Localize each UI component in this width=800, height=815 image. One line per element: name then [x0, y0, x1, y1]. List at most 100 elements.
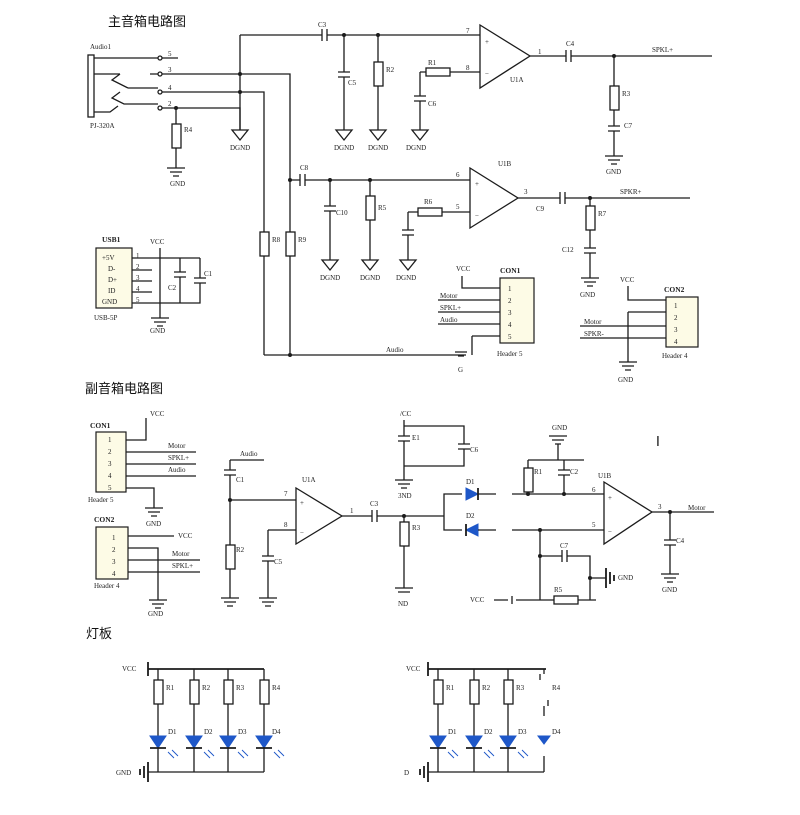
- main-con2-spkr: SPKR-: [584, 330, 605, 338]
- main-con1-pin2: 2: [508, 297, 512, 305]
- main-con2-pin2: 2: [674, 314, 678, 322]
- r3-resistor: [609, 85, 620, 111]
- jack-pin-2: 2: [168, 100, 172, 108]
- svg-text:+: +: [475, 180, 479, 188]
- r2-label: R2: [386, 66, 395, 74]
- light-right-d1: [429, 735, 447, 749]
- c3-label: C3: [318, 21, 327, 29]
- sub-con2: CON2 1 2 3 4 Header 4 VCC Motor SPKL+ GN…: [94, 515, 200, 618]
- sub-con1-pin2: 2: [108, 448, 112, 456]
- light-right-r3: [503, 679, 514, 705]
- main-amp-u1a: + − 7 8 1 U1A: [466, 23, 542, 90]
- main-con1-audio: Audio: [440, 316, 458, 324]
- dgnd-r5-label: DGND: [360, 274, 380, 282]
- dgnd-c6-label: DGND: [406, 144, 426, 152]
- vcc-usb-label: VCC: [150, 238, 165, 246]
- light-left-d2: [185, 735, 203, 749]
- main-con2-pin1: 1: [674, 302, 678, 310]
- sub-con1-pin4: 4: [108, 472, 112, 480]
- r8-label: R8: [272, 236, 281, 244]
- dgnd-c5-label: DGND: [334, 144, 354, 152]
- light-left-r1: [153, 679, 164, 705]
- usb-part: USB-5P: [94, 314, 117, 322]
- sub-con2-pin4: 4: [112, 570, 116, 578]
- main-con1-pin4: 4: [508, 321, 512, 329]
- usb-num-5: 5: [136, 296, 140, 304]
- sub-vcc-frag: /CC: [400, 410, 412, 418]
- sub-vcc-con1: VCC: [150, 410, 165, 418]
- usb-num-1: 1: [136, 252, 140, 260]
- dgnd-c6b-label: DGND: [396, 274, 416, 282]
- sub-vcc-con2: VCC: [178, 532, 193, 540]
- sub-con2-pin1: 1: [112, 534, 116, 542]
- main-con1-motor: Motor: [440, 292, 458, 300]
- light-right-d2: [465, 735, 483, 749]
- light-left-d3: [219, 735, 237, 749]
- sub-u1b-pin3: 3: [658, 503, 662, 511]
- sub-c3-label: C3: [370, 500, 379, 508]
- sub-con2-pin3: 3: [112, 558, 116, 566]
- main-con2-pin4: 4: [674, 338, 678, 346]
- light-left-d1: [149, 735, 167, 749]
- jack-pin-4: 4: [168, 84, 172, 92]
- light-left-r3: [223, 679, 234, 705]
- u1b-ref: U1B: [498, 160, 512, 168]
- light-left-r4-label: R4: [272, 684, 281, 692]
- vcc-con1-label: VCC: [456, 265, 471, 273]
- sub-amp-u1a: + − 7 8 1 U1A: [284, 476, 354, 546]
- c1-label: C1: [204, 270, 213, 278]
- sub-gnd-frag2: ND: [398, 600, 408, 608]
- main-con1-pin1: 1: [508, 285, 512, 293]
- u1b-pin3: 3: [524, 188, 528, 196]
- light-left-r2-label: R2: [202, 684, 211, 692]
- svg-text:−: −: [485, 70, 489, 78]
- sub-audio-label: Audio: [240, 450, 258, 458]
- light-board-right: VCC R1 R2 R3 R4 D1 D2 D3 D4 D: [404, 662, 561, 782]
- g-label: G: [458, 366, 463, 374]
- sub-speaker-title: 副音箱电路图: [85, 381, 163, 397]
- usb-connector: USB1 +5V D- D+ ID GND 1 2 3 4 5 USB-5P: [94, 235, 140, 322]
- light-right-d2-label: D2: [484, 728, 493, 736]
- sub-con1-pin5: 5: [108, 484, 112, 492]
- main-con1-pin5: 5: [508, 333, 512, 341]
- usb-num-3: 3: [136, 274, 140, 282]
- sub-r3-resistor: [399, 521, 410, 547]
- light-left-gnd: GND: [116, 769, 131, 777]
- svg-text:−: −: [475, 212, 479, 220]
- sub-c7-label: C7: [560, 542, 569, 550]
- r1-resistor: [425, 67, 451, 77]
- sub-speaker-circuit: CON1 1 2 3 4 5 Header 5 VCC Motor SPKL+ …: [88, 410, 714, 618]
- r4-label: R4: [184, 126, 193, 134]
- usb-pin-gnd: GND: [102, 298, 117, 306]
- r4-resistor: [171, 123, 182, 149]
- c7-label: C7: [624, 122, 633, 130]
- main-con1-pin3: 3: [508, 309, 512, 317]
- sub-con1-audio: Audio: [168, 466, 186, 474]
- c8-label: C8: [300, 164, 309, 172]
- sub-gnd-con2: GND: [148, 610, 163, 618]
- main-con1-spkl: SPKL+: [440, 304, 461, 312]
- sub-c4-label: C4: [676, 537, 685, 545]
- sub-gnd-con1: GND: [146, 520, 161, 528]
- u1b-pin5: 5: [456, 203, 460, 211]
- sub-r5-label: R5: [554, 586, 563, 594]
- c4-label: C4: [566, 40, 575, 48]
- sub-d2-label: D2: [466, 512, 475, 520]
- light-right-r1-label: R1: [446, 684, 455, 692]
- sub-d1-diode: [465, 487, 480, 501]
- sub-gnd-top: GND: [552, 424, 567, 432]
- usb-pin-dminus: D-: [108, 265, 116, 273]
- sub-d1-label: D1: [466, 478, 475, 486]
- light-left-r3-label: R3: [236, 684, 245, 692]
- light-right-d3-label: D3: [518, 728, 527, 736]
- light-right-r4-label: R4: [552, 684, 561, 692]
- jack-part: PJ-320A: [90, 122, 115, 130]
- light-right-r2: [469, 679, 480, 705]
- r9-resistor: [285, 231, 296, 257]
- light-left-d4: [255, 735, 273, 749]
- jack-pin-3: 3: [168, 66, 172, 74]
- gnd-label-r4: GND: [170, 180, 185, 188]
- sub-con1-motor: Motor: [168, 442, 186, 450]
- dgnd-jack: [230, 129, 250, 142]
- jack-ref: Audio1: [90, 43, 112, 51]
